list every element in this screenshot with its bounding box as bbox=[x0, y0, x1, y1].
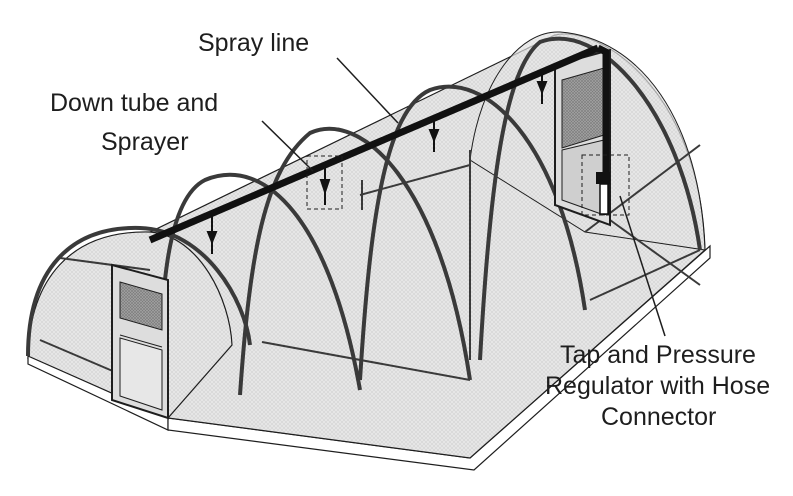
spray-line-leader bbox=[336, 57, 399, 124]
down-tube-label-line1: Down tube and bbox=[50, 89, 219, 117]
sprayer-2 bbox=[319, 166, 331, 205]
hoop-4 bbox=[358, 84, 587, 381]
spray-line-pipe bbox=[148, 44, 610, 244]
sprayer-3 bbox=[428, 118, 440, 152]
hoop-1 bbox=[26, 225, 252, 357]
hoop-5 bbox=[478, 36, 702, 361]
sprayer-1 bbox=[206, 214, 218, 254]
leader-lines bbox=[261, 57, 666, 337]
down-tube-label-line2: Sprayer bbox=[101, 128, 189, 156]
tap-label-line3: Connector bbox=[601, 403, 717, 431]
hoop-3 bbox=[238, 126, 472, 396]
tap-callout-box bbox=[581, 154, 630, 216]
sprayer-callout-box bbox=[306, 155, 343, 210]
down-tube-leader bbox=[261, 120, 314, 172]
tap-label-line2: Regulator with Hose bbox=[545, 372, 771, 400]
down-tubes bbox=[206, 70, 548, 254]
spray-line-label: Spray line bbox=[198, 29, 310, 57]
hoops bbox=[26, 36, 702, 406]
front-door bbox=[111, 263, 169, 420]
tap-leader bbox=[619, 195, 666, 337]
sprayer-4 bbox=[536, 70, 548, 104]
tap-label-line1: Tap and Pressure bbox=[560, 341, 756, 369]
tap-regulator bbox=[596, 172, 610, 215]
